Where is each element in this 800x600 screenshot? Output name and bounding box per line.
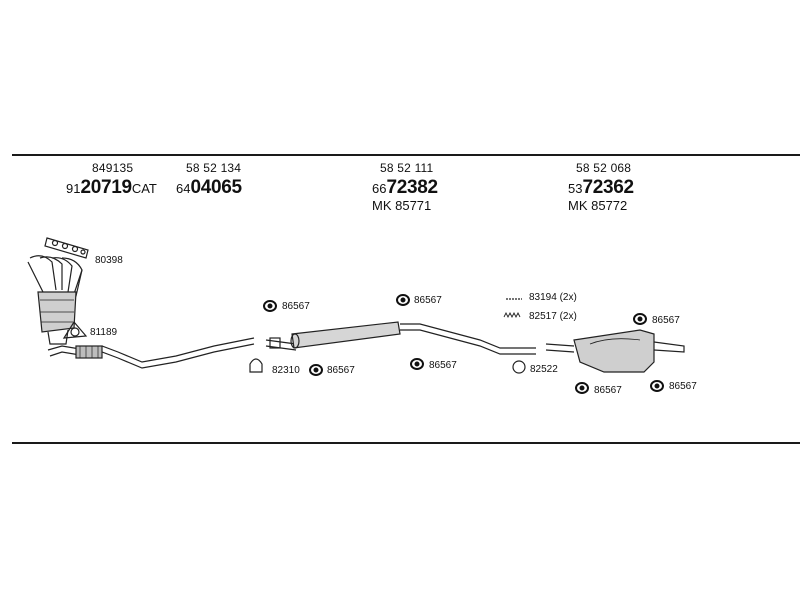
group-front-pipe: 58 52 134 6404065 — [176, 161, 242, 197]
clamp-82522-icon — [512, 360, 526, 374]
mounting-kit: MK 85771 — [372, 198, 432, 213]
label-gasket: 80398 — [95, 255, 123, 266]
hanger-icon — [309, 364, 323, 376]
label-hanger: 86567 — [429, 360, 457, 371]
hanger-icon — [633, 313, 647, 325]
hanger-icon — [575, 382, 589, 394]
part-number: 5372362 — [568, 177, 634, 198]
ref-number: 58 52 134 — [186, 161, 242, 175]
hanger-icon — [263, 300, 277, 312]
catalyst-manifold-icon — [27, 255, 83, 345]
label-hanger: 86567 — [669, 381, 697, 392]
rear-silencer-icon — [545, 329, 685, 373]
ref-number: 58 52 068 — [576, 161, 632, 175]
label-clamp: 82310 — [272, 365, 300, 376]
label-hanger: 86567 — [594, 385, 622, 396]
label-bolt: 83194 (2x) — [529, 292, 577, 303]
gasket-ring-icon — [62, 320, 88, 339]
part-number: 6404065 — [176, 177, 242, 198]
label-hanger: 86567 — [652, 315, 680, 326]
group-catalyst: 849135 9120719CAT — [66, 161, 157, 197]
hanger-icon — [650, 380, 664, 392]
middle-silencer-icon — [265, 321, 536, 355]
group-middle-silencer: 58 52 111 6672382 MK 85771 — [372, 161, 438, 212]
label-hanger: 86567 — [327, 365, 355, 376]
ref-number: 849135 — [92, 161, 134, 175]
label-clamp: 82522 — [530, 364, 558, 375]
spring-icon — [503, 311, 521, 319]
bottom-rule — [12, 442, 800, 444]
ref-number: 58 52 111 — [380, 161, 434, 175]
part-number: 9120719CAT — [66, 177, 157, 198]
label-gasket-ring: 81189 — [90, 327, 118, 338]
front-pipe-icon — [47, 337, 255, 369]
top-rule — [12, 154, 800, 156]
hanger-icon — [410, 358, 424, 370]
manifold-gasket-icon — [44, 237, 89, 259]
mounting-kit: MK 85772 — [568, 198, 628, 213]
group-rear-silencer: 58 52 068 5372362 MK 85772 — [568, 161, 634, 212]
clamp-82310-icon — [249, 358, 263, 373]
label-spring: 82517 (2x) — [529, 311, 577, 322]
hanger-icon — [396, 294, 410, 306]
label-hanger: 86567 — [282, 301, 310, 312]
label-hanger: 86567 — [414, 295, 442, 306]
part-number: 6672382 — [372, 177, 438, 198]
